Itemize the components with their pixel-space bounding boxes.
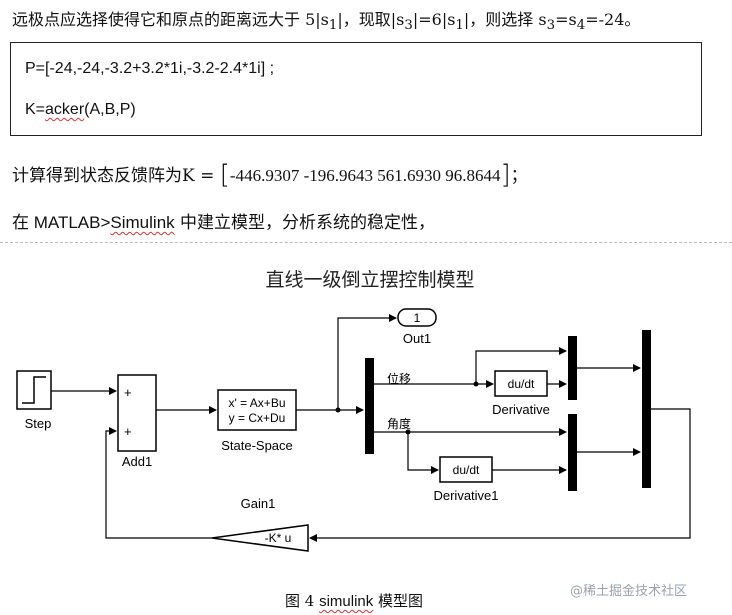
text-fragment: |，则选择 s (463, 10, 547, 29)
gain-triangle[interactable] (211, 524, 309, 552)
signal-label-displacement: 位移 (387, 371, 411, 386)
caption-simulink-word: simulink (319, 593, 374, 610)
derivative-label: Derivative (492, 402, 550, 417)
derivative1-label: Derivative1 (433, 488, 498, 503)
caption-fragment: 模型图 (373, 592, 424, 610)
subscript: 3 (546, 18, 556, 34)
subscript: 3 (404, 18, 413, 34)
text-fragment: 在 MATLAB> (12, 213, 111, 232)
state-space-eq2: y = Cx+Du (229, 411, 286, 425)
junction-dot (405, 429, 411, 435)
out1-block[interactable]: 1 Out1 (397, 308, 437, 346)
add-block[interactable]: + + Add1 (117, 374, 157, 469)
wire-gain-add (105, 427, 212, 539)
text-fragment: 中建立模型，分析系统的稳定性， (174, 213, 436, 233)
derivative1-text: du/dt (453, 463, 480, 477)
text-fragment: 计算得到状态反馈阵为K (12, 166, 201, 186)
page-divider (0, 242, 732, 243)
right-bracket: ] (500, 160, 511, 190)
derivative1-block[interactable]: du/dt Derivative1 (433, 456, 499, 503)
code-fragment: (A,B,P) (84, 101, 136, 118)
state-space-label: State-Space (221, 438, 293, 453)
code-line-acker: K=acker(A,B,P) (25, 101, 136, 119)
gain-values: -446.9307 -196.9643 561.6930 96.8644 (229, 166, 501, 185)
wire-disp-mux (374, 347, 567, 385)
paragraph-simulink-model: 在 MATLAB>Simulink 中建立模型，分析系统的稳定性， (12, 208, 435, 233)
simulink-word: Simulink (110, 213, 175, 232)
subscript: 1 (328, 18, 338, 34)
text-fragment: =s (555, 10, 577, 29)
signal-label-angle: 角度 (387, 416, 411, 431)
mux-final-block[interactable] (642, 330, 651, 488)
derivative-box[interactable] (494, 370, 548, 397)
gain-text: -K* u (265, 531, 292, 545)
step-label: Step (25, 416, 52, 431)
step-block[interactable]: Step (16, 370, 52, 431)
step-icon (22, 376, 46, 404)
diagram-title: 直线一级倒立摆控制模型 (265, 269, 474, 291)
out1-port[interactable] (397, 308, 437, 327)
derivative-block[interactable]: du/dt Derivative (492, 370, 550, 417)
code-fragment: K= (25, 101, 46, 118)
add-label: Add1 (122, 454, 152, 469)
subscript: 4 (576, 18, 586, 34)
caption-fragment: 图 4 (285, 592, 320, 610)
add-plus-top: + (124, 385, 132, 400)
add-box[interactable] (117, 374, 157, 452)
wire-final-gain (309, 408, 691, 542)
state-space-block[interactable]: x' = Ax+Bu y = Cx+Du State-Space (217, 389, 297, 453)
junction-dot (473, 381, 479, 387)
paragraph-feedback-gain: 计算得到状态反馈阵为K = [-446.9307 -196.9643 561.6… (12, 158, 528, 190)
text-fragment: |=6|s (412, 10, 456, 29)
text-fragment: =-24。 (585, 10, 641, 29)
simulink-diagram: 直线一级倒立摆控制模型 Step + + Add1 x' = Ax+Bu y =… (16, 269, 691, 552)
figure-caption: 图 4 simulink 模型图 (285, 590, 423, 611)
text-fragment: 远极点应选择使得它和原点的距离远大于 5|s (12, 10, 329, 29)
state-space-eq1: x' = Ax+Bu (229, 396, 286, 410)
mux-bottom-block[interactable] (568, 414, 577, 491)
mux-top-block[interactable] (568, 336, 577, 400)
junction-dot (335, 407, 341, 413)
demux-block[interactable] (365, 358, 374, 454)
out1-number: 1 (414, 311, 421, 325)
left-bracket: [ (219, 160, 230, 190)
signal-lines (51, 314, 691, 542)
code-line-poles: P=[-24,-24,-3.2+3.2*1i,-3.2-2.4*1i] ; (25, 60, 275, 77)
wire-to-out1 (337, 314, 397, 410)
add-plus-bottom: + (124, 424, 132, 439)
out1-label: Out1 (403, 331, 431, 346)
gain-block[interactable]: -K* u Gain1 (211, 496, 309, 552)
equals-sign: = (200, 166, 215, 186)
paragraph-pole-selection: 远极点应选择使得它和原点的距离远大于 5|s1|，现取|s3|=6|s1|，则选… (12, 6, 640, 33)
site-watermark: @稀土掘金技术社区 (570, 584, 688, 599)
subscript: 1 (455, 18, 464, 34)
code-box: P=[-24,-24,-3.2+3.2*1i,-3.2-2.4*1i] ; K=… (10, 42, 702, 136)
text-fragment: ； (510, 166, 528, 186)
text-fragment: |，现取|s (337, 10, 405, 29)
derivative-text: du/dt (508, 377, 535, 391)
wire-angle-deriv (407, 432, 439, 474)
code-function-name: acker (45, 101, 85, 118)
gain-label: Gain1 (241, 496, 276, 511)
